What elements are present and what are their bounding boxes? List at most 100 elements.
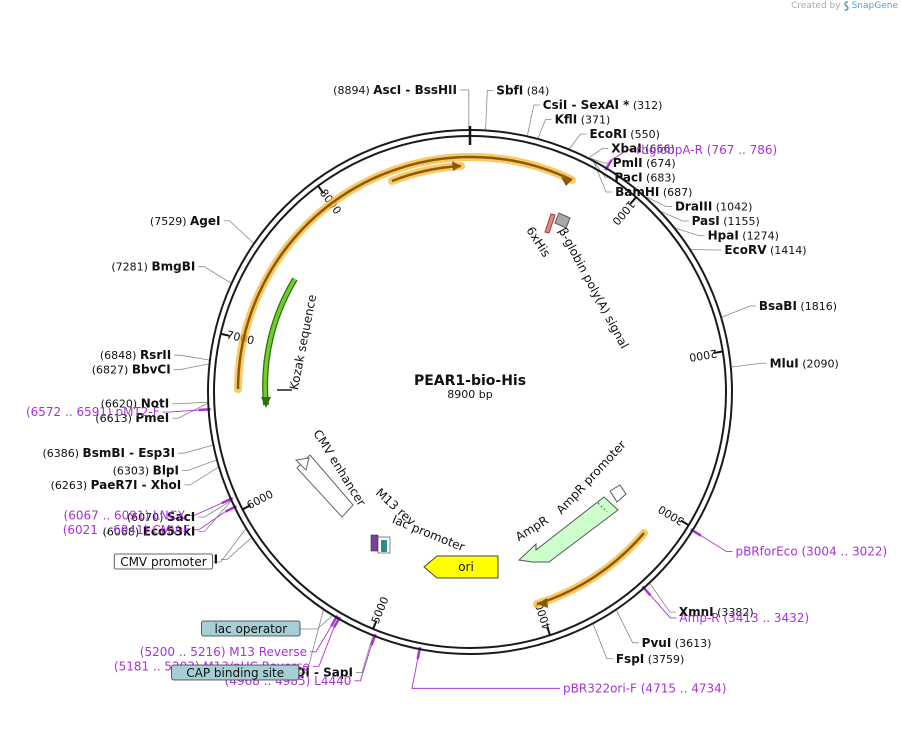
- primer-label: (6067 .. 6091) LNCX: [64, 508, 186, 522]
- enzyme-leader: [569, 133, 587, 149]
- beta-globin-label: β-globin poly(A) signal: [556, 225, 632, 351]
- cmv-enhancer-arrowhead: [294, 457, 310, 471]
- enzyme-leader: [588, 148, 609, 158]
- enzyme-leader: [172, 401, 208, 405]
- tick-label-5000: 5000: [369, 595, 392, 626]
- boxed-label-rect: [113, 553, 214, 570]
- enzyme-label: (7281) BmgBI: [111, 260, 195, 274]
- enzyme-leader: [223, 220, 254, 244]
- enzyme-label: (6263) PaeR7I - XhoI: [51, 478, 182, 492]
- his-tag-feature: [544, 213, 556, 234]
- primer-leader: [650, 595, 677, 619]
- tick-7000: [220, 332, 230, 337]
- enzyme-leader: [527, 104, 540, 136]
- enzyme-label: (6068) Eco53kI: [103, 525, 196, 539]
- primer-leader: [312, 627, 335, 667]
- credit-prefix: Created by: [791, 1, 841, 11]
- enzyme-leader: [221, 537, 252, 560]
- orf-large-highlight: [234, 152, 576, 393]
- enzyme-leader: [649, 583, 676, 613]
- enzyme-leader: [172, 403, 208, 419]
- enzyme-leader: [485, 90, 494, 130]
- primer-leader: [162, 409, 199, 413]
- enzyme-label: (7529) AgeI: [150, 214, 221, 228]
- enzyme-label: MluI (2090): [770, 356, 839, 370]
- enzyme-label: (6827) BbvCI: [92, 363, 171, 377]
- enzyme-leader: [184, 467, 219, 486]
- enzyme-label: PacI (683): [614, 171, 675, 185]
- enzyme-label: (6620) NotI: [101, 397, 170, 411]
- boxed-leader: [298, 609, 324, 674]
- tick-4000: [546, 626, 551, 636]
- enzyme-leader: [675, 228, 705, 236]
- enzyme-leader: [182, 459, 217, 471]
- boxed-label-0: CMV promoter: [113, 553, 214, 570]
- enzyme-leader: [198, 266, 231, 284]
- ampr-arrow: [517, 496, 619, 563]
- tick-3000: [680, 519, 690, 527]
- primer-leader: [188, 502, 222, 516]
- boxed-leader: [212, 528, 247, 563]
- enzyme-label: XmnI (3382): [679, 605, 754, 619]
- enzyme-label: PmlI (674): [613, 156, 676, 170]
- enzyme-label: DraIII (1042): [675, 200, 752, 214]
- beta-globin-polya-feature: [554, 212, 571, 229]
- enzyme-leader: [355, 636, 374, 673]
- enzyme-label: (6303) BlpI: [113, 463, 179, 477]
- green-arrowhead: [261, 397, 271, 408]
- orf-large-arrow: [236, 155, 573, 390]
- tick-5000: [372, 620, 378, 630]
- kozak-label: Kozak sequence: [287, 293, 319, 391]
- ori-arrow: [423, 555, 499, 579]
- enzyme-label: (6613) PmeI: [95, 411, 169, 425]
- enzyme-leader: [174, 354, 210, 361]
- enzyme-leader: [173, 363, 209, 371]
- enzyme-label: (8894) AscI - BssHII: [333, 83, 457, 97]
- enzyme-leader: [198, 501, 232, 533]
- enzyme-leader: [721, 305, 756, 318]
- enzyme-leader: [661, 211, 689, 222]
- primer-label: (6021 .. 6041) CMV-F: [63, 523, 190, 537]
- boxed-leader: [300, 614, 334, 630]
- ampr-promoter-arrow: [609, 484, 627, 503]
- enzyme-leader: [616, 610, 639, 644]
- enzyme-leader: [460, 89, 470, 130]
- enzyme-label: PasI (1155): [692, 214, 760, 228]
- snapgene-logo-icon: [843, 1, 849, 11]
- tick-1000: [629, 196, 637, 205]
- enzyme-label: BsaBI (1816): [759, 299, 837, 313]
- primer-leader: [700, 535, 733, 552]
- boxed-label-text: lac operator: [214, 622, 287, 636]
- tick-2000: [713, 350, 723, 354]
- tick-label-1000: 1000: [609, 198, 637, 228]
- primer-label: Amp-R (3413 .. 3432): [679, 611, 809, 625]
- tick-8000: [317, 185, 325, 194]
- primer-label: rbglobpA-R (767 .. 786): [636, 143, 777, 157]
- tick-label-2000: 2000: [688, 347, 718, 364]
- enzyme-leader: [731, 362, 767, 368]
- boxed-label-2: CAP binding site: [171, 664, 300, 681]
- primer-leader: [192, 511, 226, 531]
- enzyme-label: KflI (371): [555, 113, 611, 127]
- snapgene-credit: Created by SnapGene: [791, 1, 898, 11]
- orf-bottom-arrow: [536, 532, 645, 606]
- enzyme-leader: [592, 624, 613, 660]
- boxed-label-text: CMV promoter: [120, 555, 207, 569]
- orf-top-arrowhead: [452, 161, 461, 171]
- plasmid-name: PEAR1-bio-His: [414, 373, 526, 389]
- lac-promoter-label: lac promoter: [390, 512, 466, 554]
- enzyme-label: PvuI (3613): [642, 636, 712, 650]
- enzyme-label: (6848) RsrII: [100, 348, 171, 362]
- enzyme-label: EcoRV (1414): [724, 243, 806, 257]
- primer-leader: [411, 658, 560, 689]
- enzyme-label: SbfI (84): [496, 84, 549, 98]
- orf-bottom-arrowhead: [537, 598, 548, 608]
- enzyme-leader: [646, 196, 672, 207]
- enzyme-leader: [198, 500, 231, 518]
- orf-large-arrowhead: [561, 177, 572, 186]
- enzyme-label: (6386) BsmBI - Esp3I: [42, 446, 175, 460]
- m13-rev-feature: [370, 534, 379, 552]
- plasmid-size: 8900 bp: [447, 388, 492, 401]
